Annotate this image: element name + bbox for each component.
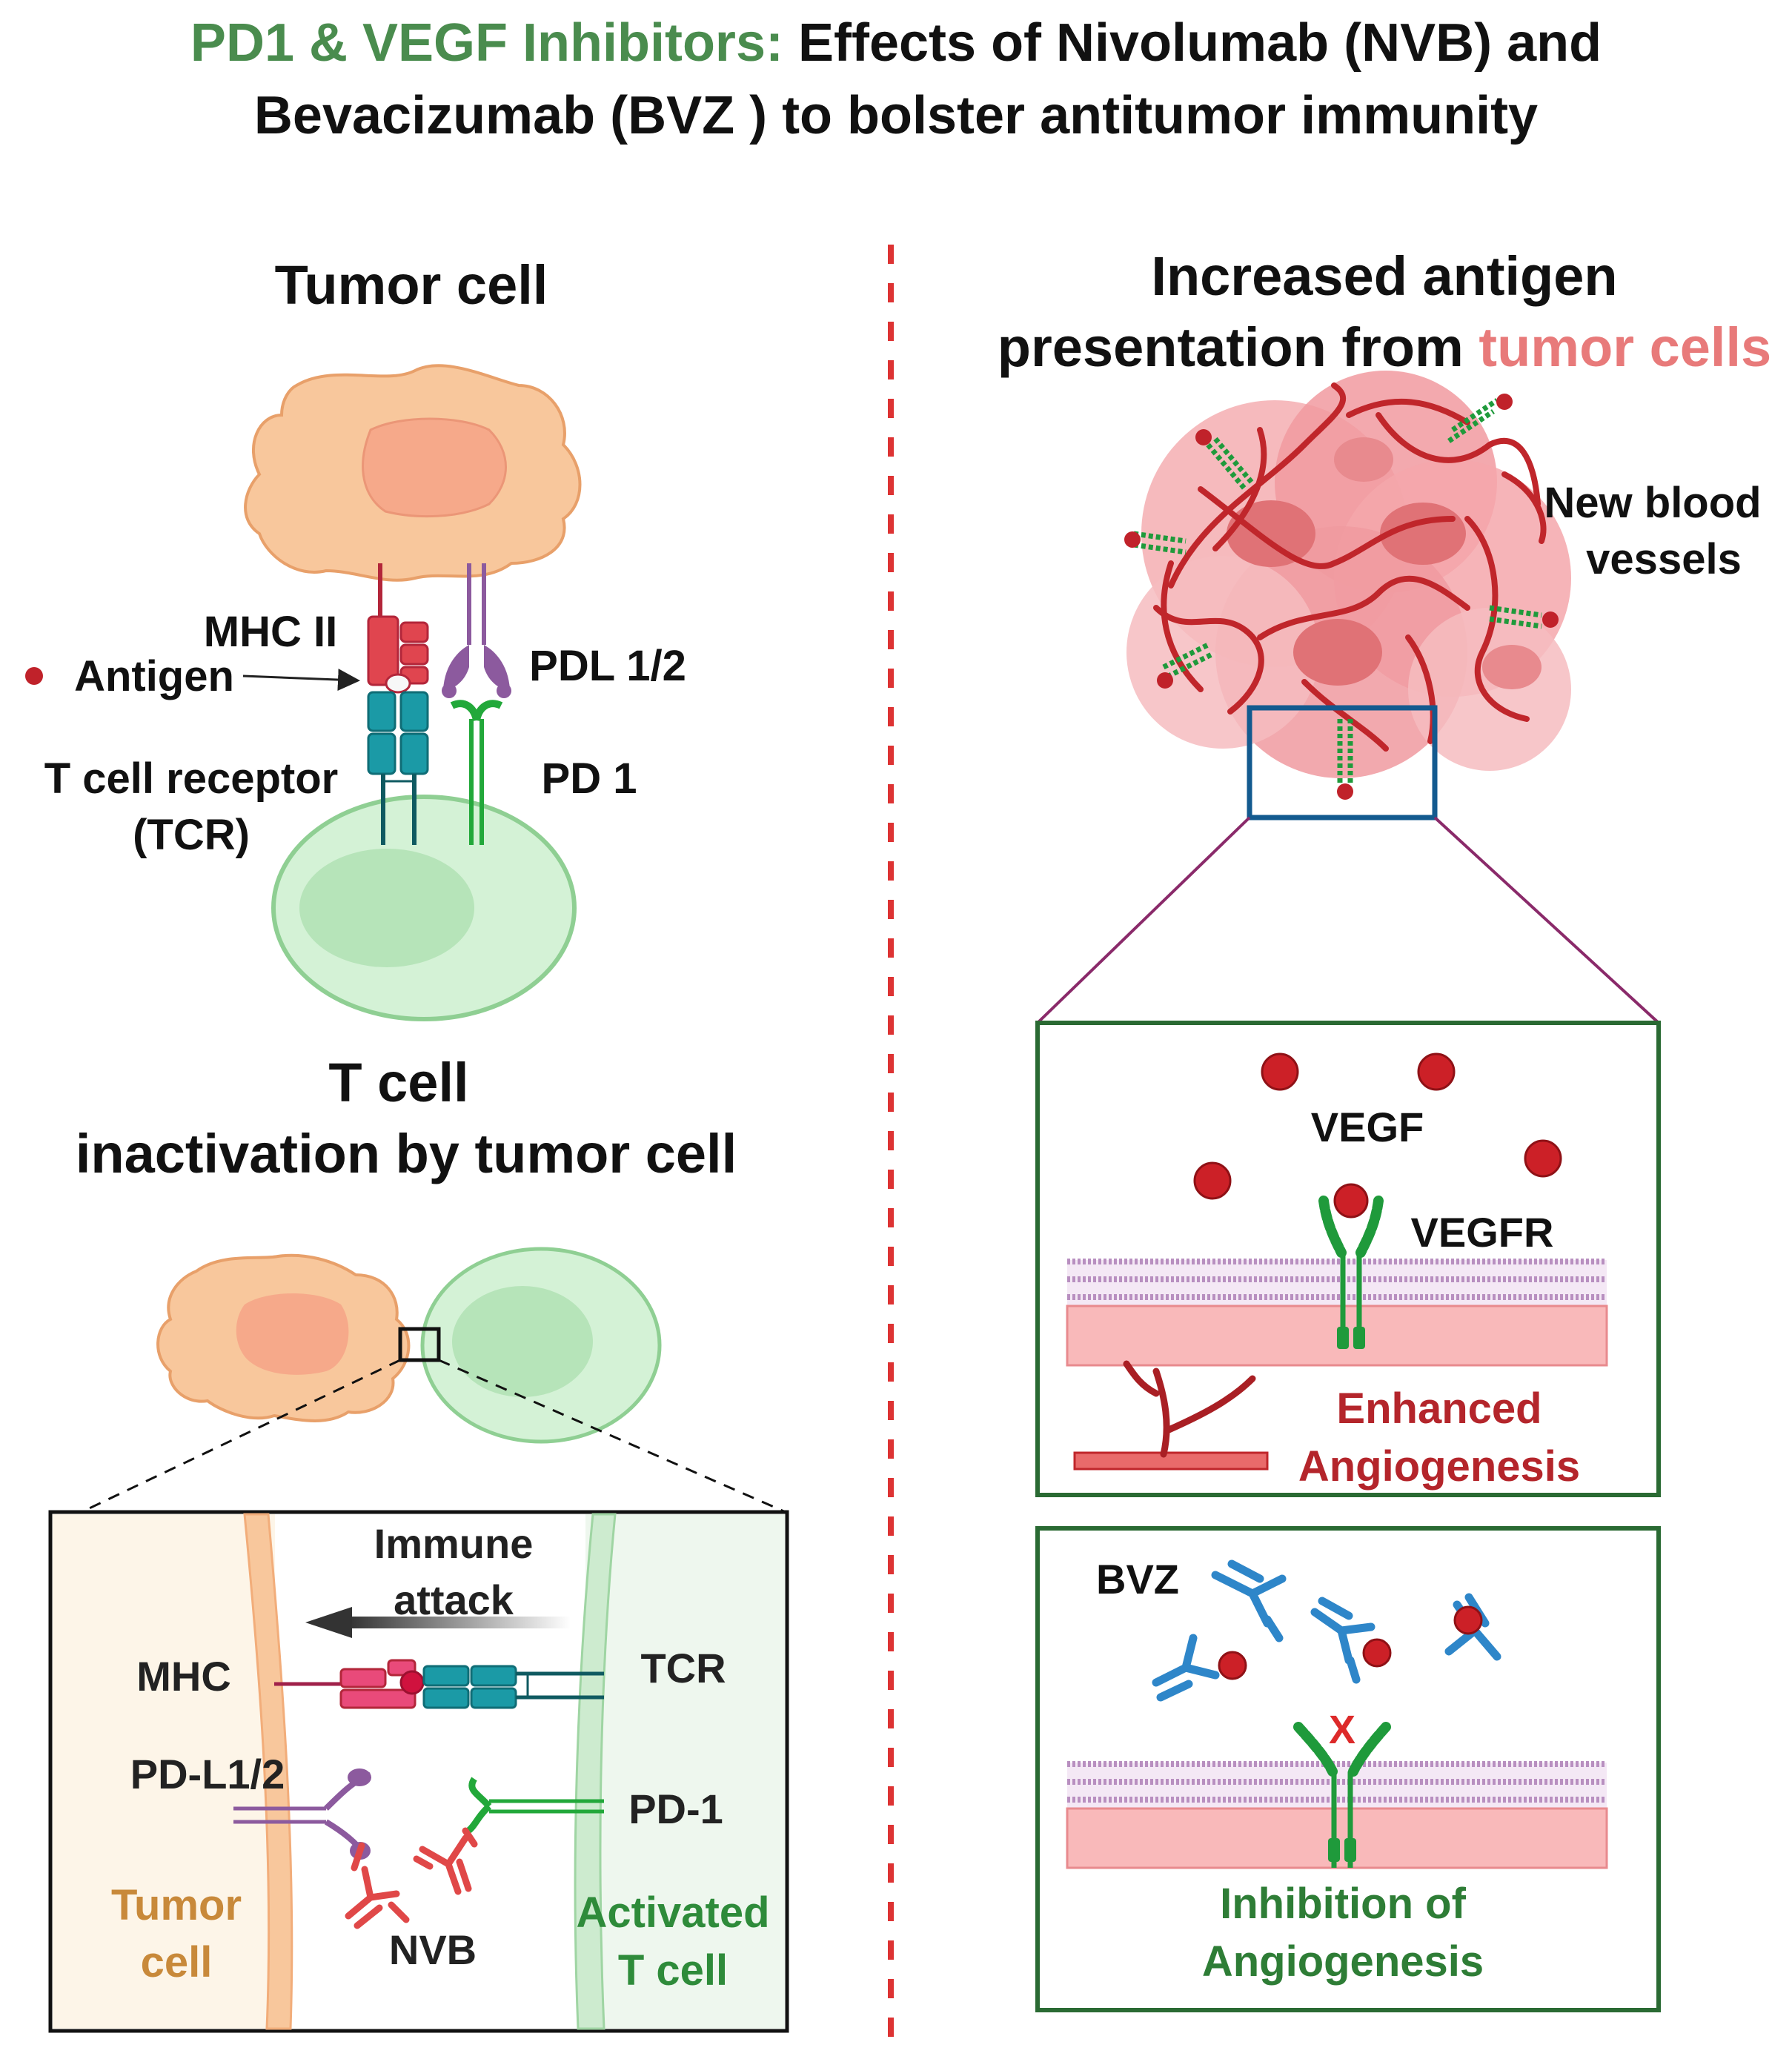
zoom-tumor-label-line-1: Tumor xyxy=(111,1881,242,1929)
zoom-tumor-label-line-2: cell xyxy=(141,1938,213,1986)
enhanced-label-line-1: Enhanced xyxy=(1336,1385,1542,1433)
zoom-nvb-label: NVB xyxy=(389,1926,477,1973)
pdl-label: PDL 1/2 xyxy=(529,642,686,690)
vessel-sprout xyxy=(1073,1360,1269,1471)
tcr-label-line-1: T cell receptor xyxy=(44,755,338,803)
nvb-antibody-right xyxy=(413,1827,478,1895)
vegf-molecules xyxy=(1193,1052,1562,1219)
mhc2-label: MHC II xyxy=(204,608,337,656)
tumor-cell-small xyxy=(156,1253,411,1422)
title-line1-rest: Effects of Nivolumab (NVB) and xyxy=(783,13,1602,73)
inactivation-heading-line-1: T cell xyxy=(328,1052,468,1113)
vessels-label-line-1: New blood xyxy=(1544,479,1761,527)
vessels-label-line-2: vessels xyxy=(1586,535,1742,583)
zoom-line-right xyxy=(438,1359,786,1514)
t-cell-small xyxy=(420,1247,662,1444)
antigen-dot-icon xyxy=(25,667,43,685)
vegfr-label: VEGFR xyxy=(1411,1209,1554,1256)
zoom-pdl-label: PD-L1/2 xyxy=(130,1751,285,1797)
bvz-label: BVZ xyxy=(1096,1556,1179,1602)
synapse-zoom-marker xyxy=(398,1327,441,1362)
bvz-bound-vegf xyxy=(1218,1605,1483,1680)
vegfr-receptor-blocked xyxy=(1293,1722,1391,1868)
inactivation-heading-line-2: inactivation by tumor cell xyxy=(76,1123,737,1184)
immune-attack-arrow-head xyxy=(305,1607,352,1638)
t-cell-large xyxy=(271,795,577,1021)
figure-title-line-1: PD1 & VEGF Inhibitors: Effects of Nivolu… xyxy=(190,13,1602,73)
pd1-horizontal xyxy=(466,1777,604,1834)
tumor-zoom-line-left xyxy=(1036,816,1251,1024)
zoom-pd1-label: PD-1 xyxy=(628,1786,723,1832)
tcr-label-line-2: (TCR) xyxy=(133,811,250,859)
tumor-zoom-marker xyxy=(1247,705,1438,821)
tumor-zoom-line-right xyxy=(1433,816,1660,1024)
right-heading-line-2: presentation from tumor cells xyxy=(998,316,1771,378)
inhibition-label-line-2: Angiogenesis xyxy=(1202,1937,1484,1986)
vegfr-receptor xyxy=(1318,1196,1384,1349)
antigen-arrow xyxy=(242,669,360,692)
pd1-label: PD 1 xyxy=(542,755,637,803)
surface-receptors xyxy=(1124,394,1559,800)
nvb-antibody-left xyxy=(345,1842,410,1929)
vegf-label: VEGF xyxy=(1311,1104,1424,1150)
zoom-line-left xyxy=(81,1359,401,1514)
tumor-cell-heading: Tumor cell xyxy=(275,254,548,316)
title-highlight: PD1 & VEGF Inhibitors: xyxy=(190,13,783,73)
right-heading-line-1: Increased antigen xyxy=(1151,245,1617,307)
immune-attack-arrow-shaft xyxy=(348,1617,571,1628)
inhibition-label-line-1: Inhibition of xyxy=(1220,1880,1466,1928)
blocked-x-mark: X xyxy=(1329,1708,1355,1752)
right-heading-line-2-a: presentation from xyxy=(998,316,1479,378)
synapse-zoom-box xyxy=(48,1510,789,2033)
pdl-horizontal xyxy=(233,1768,372,1860)
zoom-tcr-label: TCR xyxy=(640,1645,726,1691)
mhc2-tcr-complex xyxy=(367,563,429,845)
tumor-cell-large xyxy=(244,364,582,582)
mhc-tcr-horizontal xyxy=(274,1659,604,1709)
zoom-activated-label-line-1: Activated xyxy=(576,1889,769,1937)
right-heading-line-2-b: tumor cells xyxy=(1479,316,1771,378)
pdl-pd1-pair xyxy=(442,563,511,845)
zoom-mhc-label: MHC xyxy=(136,1653,231,1700)
tumor-mass xyxy=(1126,371,1571,778)
figure-title-line-2: Bevacizumab (BVZ ) to bolster antitumor … xyxy=(254,86,1538,145)
antigen-label: Antigen xyxy=(74,652,234,700)
enhanced-label-line-2: Angiogenesis xyxy=(1298,1442,1580,1491)
membrane-1 xyxy=(1066,1259,1608,1367)
immune-attack-label-line-1: Immune xyxy=(374,1520,534,1567)
zoom-activated-label-line-2: T cell xyxy=(618,1946,728,1995)
immune-attack-label-line-2: attack xyxy=(394,1577,514,1623)
